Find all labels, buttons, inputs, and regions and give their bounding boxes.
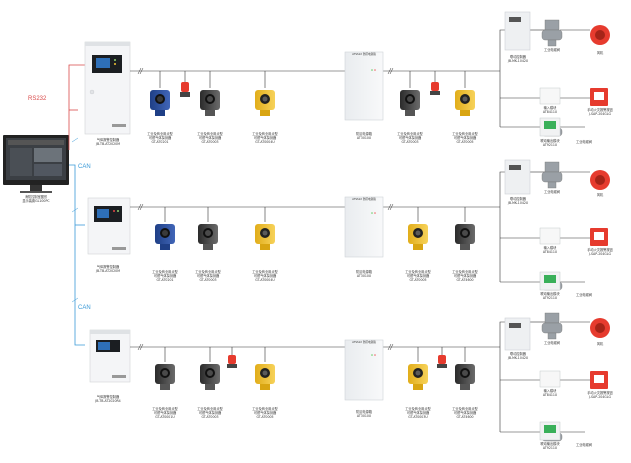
fan-label-1: 风机: [596, 51, 604, 55]
power-box-3: [344, 339, 384, 401]
pc-label: 消防控制室图形显示装置GL100PC: [22, 195, 50, 203]
manual-alarm-buttons: [590, 88, 608, 389]
monitor-pc: [3, 135, 69, 193]
can-label-1: CAN: [78, 164, 91, 170]
linkage-controller-3: [504, 317, 531, 351]
alarm-lamp-r3: [437, 355, 447, 368]
power-box-2: [344, 196, 384, 258]
detector-r1-2: [455, 90, 475, 116]
rs232-label: RS232: [28, 96, 47, 102]
detector-row2-2: [198, 224, 218, 250]
valve-label-4: 工业电磁阀: [576, 140, 592, 144]
can-label-2: CAN: [78, 305, 91, 311]
alarm-lamp-row1: [180, 82, 190, 97]
detector-row3-3: [255, 364, 275, 390]
rs232-line: [68, 64, 85, 150]
power-box-1-title: ATSS1X 防区电源箱: [352, 53, 376, 56]
power-box-3-title: ATSS1X 防区电源箱: [352, 341, 376, 344]
detector-row1-3: [255, 90, 275, 116]
fan-label-2: 风机: [596, 193, 604, 197]
detector-row3-2: [200, 364, 220, 390]
can-line: [69, 137, 85, 346]
alarm-lamp-row3: [227, 355, 237, 368]
linkage-controller-1: [504, 11, 531, 51]
controller-1: [84, 41, 131, 135]
linkage-controller-2: [504, 159, 531, 195]
power-box-1: [344, 51, 384, 121]
detector-row2-1: [155, 224, 175, 250]
valve-label-3: 工业电磁阀: [544, 341, 560, 345]
controller-3: [89, 329, 131, 383]
valve-label-5: 工业电磁阀: [576, 293, 592, 297]
valve-label-6: 工业电磁阀: [576, 443, 592, 447]
controller-2: [87, 197, 131, 255]
output-modules: [539, 117, 561, 441]
fan-label-3: 风机: [596, 342, 604, 346]
detector-row1-1: [150, 90, 170, 116]
main-bus-lines: [130, 29, 590, 433]
power-box-2-title: ATSS1X 防区电源箱: [352, 198, 376, 201]
detector-r2-2: [455, 224, 475, 250]
detector-r2-1: [408, 224, 428, 250]
wire-count-marks: [137, 67, 394, 351]
valve-label-2: 工业电磁阀: [544, 190, 560, 194]
detector-r1-1: [400, 90, 420, 116]
detector-row1-2: [200, 90, 220, 116]
detector-row2-3: [255, 224, 275, 250]
detector-r3-2: [455, 364, 475, 390]
detector-r3-1: [408, 364, 428, 390]
input-modules: [539, 87, 561, 388]
alarm-lamp-r1: [430, 82, 440, 95]
fan-group: [590, 25, 610, 338]
valve-label-1: 工业电磁阀: [544, 48, 560, 52]
detector-row3-1: [155, 364, 175, 390]
